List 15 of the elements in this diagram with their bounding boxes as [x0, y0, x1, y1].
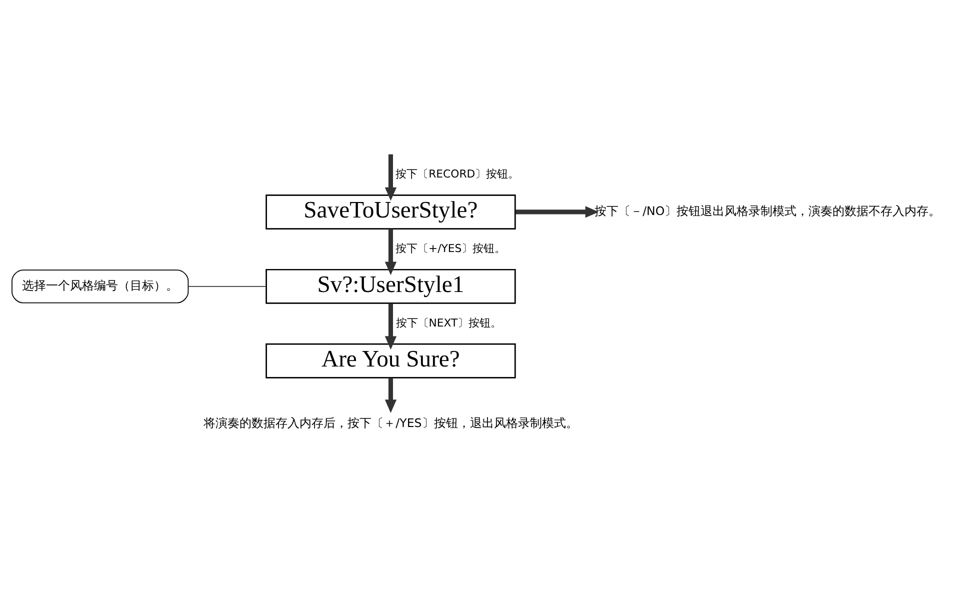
node-box: Are You Sure? [266, 342, 516, 378]
arrow [384, 302, 397, 350]
edge-label: 按下〔NEXT〕按钮。 [396, 316, 502, 329]
node-box: SaveToUserStyle? [266, 194, 516, 229]
edge-label: 按下〔RECORD〕按钮。 [396, 167, 520, 180]
arrow [516, 206, 599, 218]
node-box: 选择一个风格编号（目标）。 [12, 269, 189, 303]
node-text: 按下〔－/NO〕按钮退出风格录制模式，演奏的数据不存入内存。 [594, 204, 941, 218]
connector [188, 285, 267, 286]
edge-label: 按下〔+/YES〕按钮。 [395, 242, 506, 255]
arrow [384, 377, 397, 412]
arrow [384, 228, 397, 275]
node-box: Sv?:UserStyle1 [266, 268, 516, 304]
node-text: 将演奏的数据存入内存后，按下〔＋/YES〕按钮，退出风格录制模式。 [204, 416, 578, 430]
arrow [384, 154, 397, 200]
